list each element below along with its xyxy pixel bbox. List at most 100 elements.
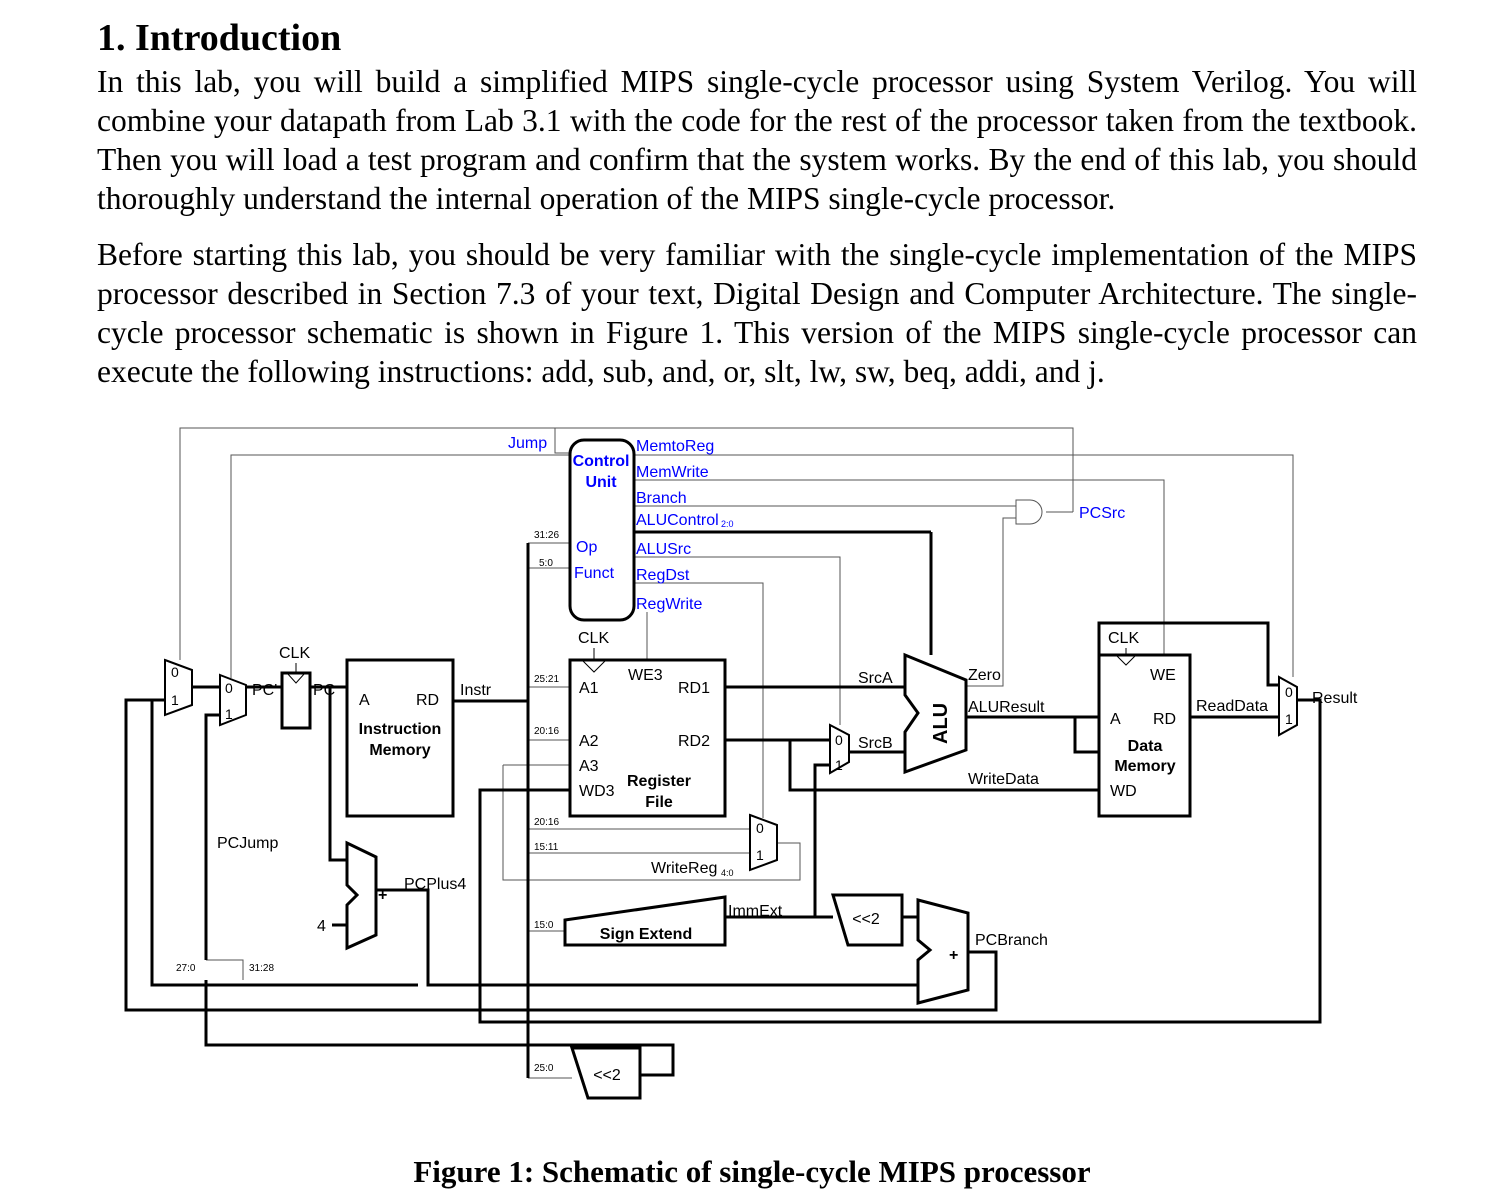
register-file bbox=[568, 658, 727, 818]
instruction-memory bbox=[345, 658, 455, 818]
section-heading: 1. Introduction bbox=[97, 17, 342, 59]
svg-text:31:26: 31:26 bbox=[534, 530, 559, 541]
svg-text:1: 1 bbox=[756, 847, 764, 863]
plus-sign-pcplus4: + bbox=[378, 887, 387, 904]
svg-text:25:0: 25:0 bbox=[534, 1063, 554, 1074]
regdst-label: RegDst bbox=[636, 567, 690, 584]
clk-label-dmem: CLK bbox=[1108, 630, 1139, 647]
wd3-label: WD3 bbox=[579, 783, 615, 800]
svg-text:1: 1 bbox=[171, 692, 179, 708]
result-wire bbox=[478, 698, 1322, 1024]
memwrite-wire bbox=[634, 479, 1165, 660]
srcb-label: SrcB bbox=[858, 735, 893, 752]
instr-label: Instr bbox=[460, 682, 492, 699]
pcjump-label: PCJump bbox=[217, 835, 278, 852]
op-label: Op bbox=[576, 539, 597, 556]
shift-branch-label: <<2 bbox=[852, 911, 880, 928]
svg-text:1: 1 bbox=[225, 706, 233, 722]
clk-label-pc: CLK bbox=[279, 645, 310, 662]
dmem-rd-label: RD bbox=[1153, 711, 1176, 728]
jump-label: Jump bbox=[508, 435, 547, 452]
srcb-mux bbox=[829, 723, 850, 775]
dmem-name-1: Data bbox=[1128, 738, 1163, 755]
dmem-wd-label: WD bbox=[1110, 783, 1137, 800]
zero-to-and-wire bbox=[966, 517, 1016, 687]
regdst-mux bbox=[749, 813, 778, 872]
jump-select-wire bbox=[179, 427, 555, 660]
pc-label: PC bbox=[313, 682, 335, 699]
imem-name-1: Instruction bbox=[359, 721, 442, 738]
funct-label: Funct bbox=[574, 565, 615, 582]
svg-text:20:16: 20:16 bbox=[534, 726, 559, 737]
a3-label: A3 bbox=[579, 758, 599, 775]
rd1-label: RD1 bbox=[678, 680, 710, 697]
svg-text:25:21: 25:21 bbox=[534, 674, 559, 685]
imem-a-label: A bbox=[359, 692, 370, 709]
readdata-label: ReadData bbox=[1196, 698, 1268, 715]
pcplus4-adder bbox=[345, 840, 378, 951]
pc-register bbox=[280, 671, 312, 730]
alucontrol-subscript: 2:0 bbox=[721, 519, 734, 529]
data-memory bbox=[1097, 653, 1192, 818]
shift-jump-label: <<2 bbox=[593, 1067, 621, 1084]
svg-text:0: 0 bbox=[1285, 684, 1293, 700]
four-label: 4 bbox=[317, 918, 326, 935]
svg-text:15:11: 15:11 bbox=[534, 842, 559, 853]
sign-extend bbox=[563, 895, 727, 947]
pcsrc-mux bbox=[219, 673, 247, 727]
pcbranch-wire bbox=[124, 698, 998, 1012]
svg-text:20:16: 20:16 bbox=[534, 817, 559, 828]
svg-text:27:0: 27:0 bbox=[176, 963, 196, 974]
imem-name-2: Memory bbox=[369, 742, 430, 759]
svg-text:1: 1 bbox=[835, 757, 843, 773]
svg-text:1: 1 bbox=[1285, 711, 1293, 727]
immext-label: ImmExt bbox=[728, 903, 783, 920]
dmem-a-label: A bbox=[1110, 711, 1121, 728]
we-label: WE bbox=[1150, 667, 1176, 684]
svg-text:0: 0 bbox=[835, 732, 843, 748]
rd2-label: RD2 bbox=[678, 733, 710, 750]
branch-and-gate bbox=[1015, 499, 1043, 525]
result-mux bbox=[1278, 675, 1298, 737]
pcsrc-select-wire bbox=[230, 454, 634, 678]
jump-mux bbox=[164, 658, 193, 717]
intro-paragraph-2: Before starting this lab, you should be … bbox=[97, 237, 1417, 389]
svg-text:0: 0 bbox=[171, 664, 179, 680]
control-unit-label-2: Unit bbox=[585, 474, 617, 491]
writedata-label: WriteData bbox=[968, 771, 1039, 788]
alusrc-label: ALUSrc bbox=[636, 541, 691, 558]
control-unit bbox=[568, 438, 636, 622]
pcplus4-label: PCPlus4 bbox=[404, 876, 466, 893]
regwrite-label: RegWrite bbox=[636, 596, 702, 613]
svg-text:0: 0 bbox=[756, 820, 764, 836]
a1-label: A1 bbox=[579, 680, 599, 697]
intro-paragraph-1: In this lab, you will build a simplified… bbox=[97, 64, 1417, 216]
pcbranch-label: PCBranch bbox=[975, 932, 1048, 949]
dmem-name-2: Memory bbox=[1114, 758, 1175, 775]
imem-rd-label: RD bbox=[416, 692, 439, 709]
rf-name-1: Register bbox=[627, 773, 691, 790]
svg-text:0: 0 bbox=[225, 680, 233, 696]
alu-label: ALU bbox=[930, 703, 952, 744]
sign-extend-label: Sign Extend bbox=[600, 926, 692, 943]
alusrc-wire bbox=[634, 556, 841, 725]
clk-label-rf: CLK bbox=[578, 630, 609, 647]
memtoreg-label: MemtoReg bbox=[636, 438, 714, 455]
alucontrol-label: ALUControl bbox=[636, 512, 719, 529]
pcjump-wire bbox=[204, 713, 220, 960]
srca-label: SrcA bbox=[858, 670, 893, 687]
rf-name-2: File bbox=[645, 794, 673, 811]
pcsrc-label: PCSrc bbox=[1079, 505, 1125, 522]
pcplus4-wire bbox=[376, 888, 918, 987]
pc-prime-label: PC' bbox=[252, 682, 277, 699]
aluresult-label: ALUResult bbox=[968, 699, 1045, 716]
shift-left-2-jump bbox=[569, 1046, 642, 1100]
a2-label: A2 bbox=[579, 733, 599, 750]
writereg-label: WriteReg bbox=[651, 860, 717, 877]
we3-label: WE3 bbox=[628, 667, 663, 684]
pcbranch-adder bbox=[916, 898, 970, 1005]
alu bbox=[903, 652, 968, 775]
figure-caption: Figure 1: Schematic of single-cycle MIPS… bbox=[413, 1154, 1091, 1189]
writereg-subscript: 4:0 bbox=[721, 868, 734, 878]
